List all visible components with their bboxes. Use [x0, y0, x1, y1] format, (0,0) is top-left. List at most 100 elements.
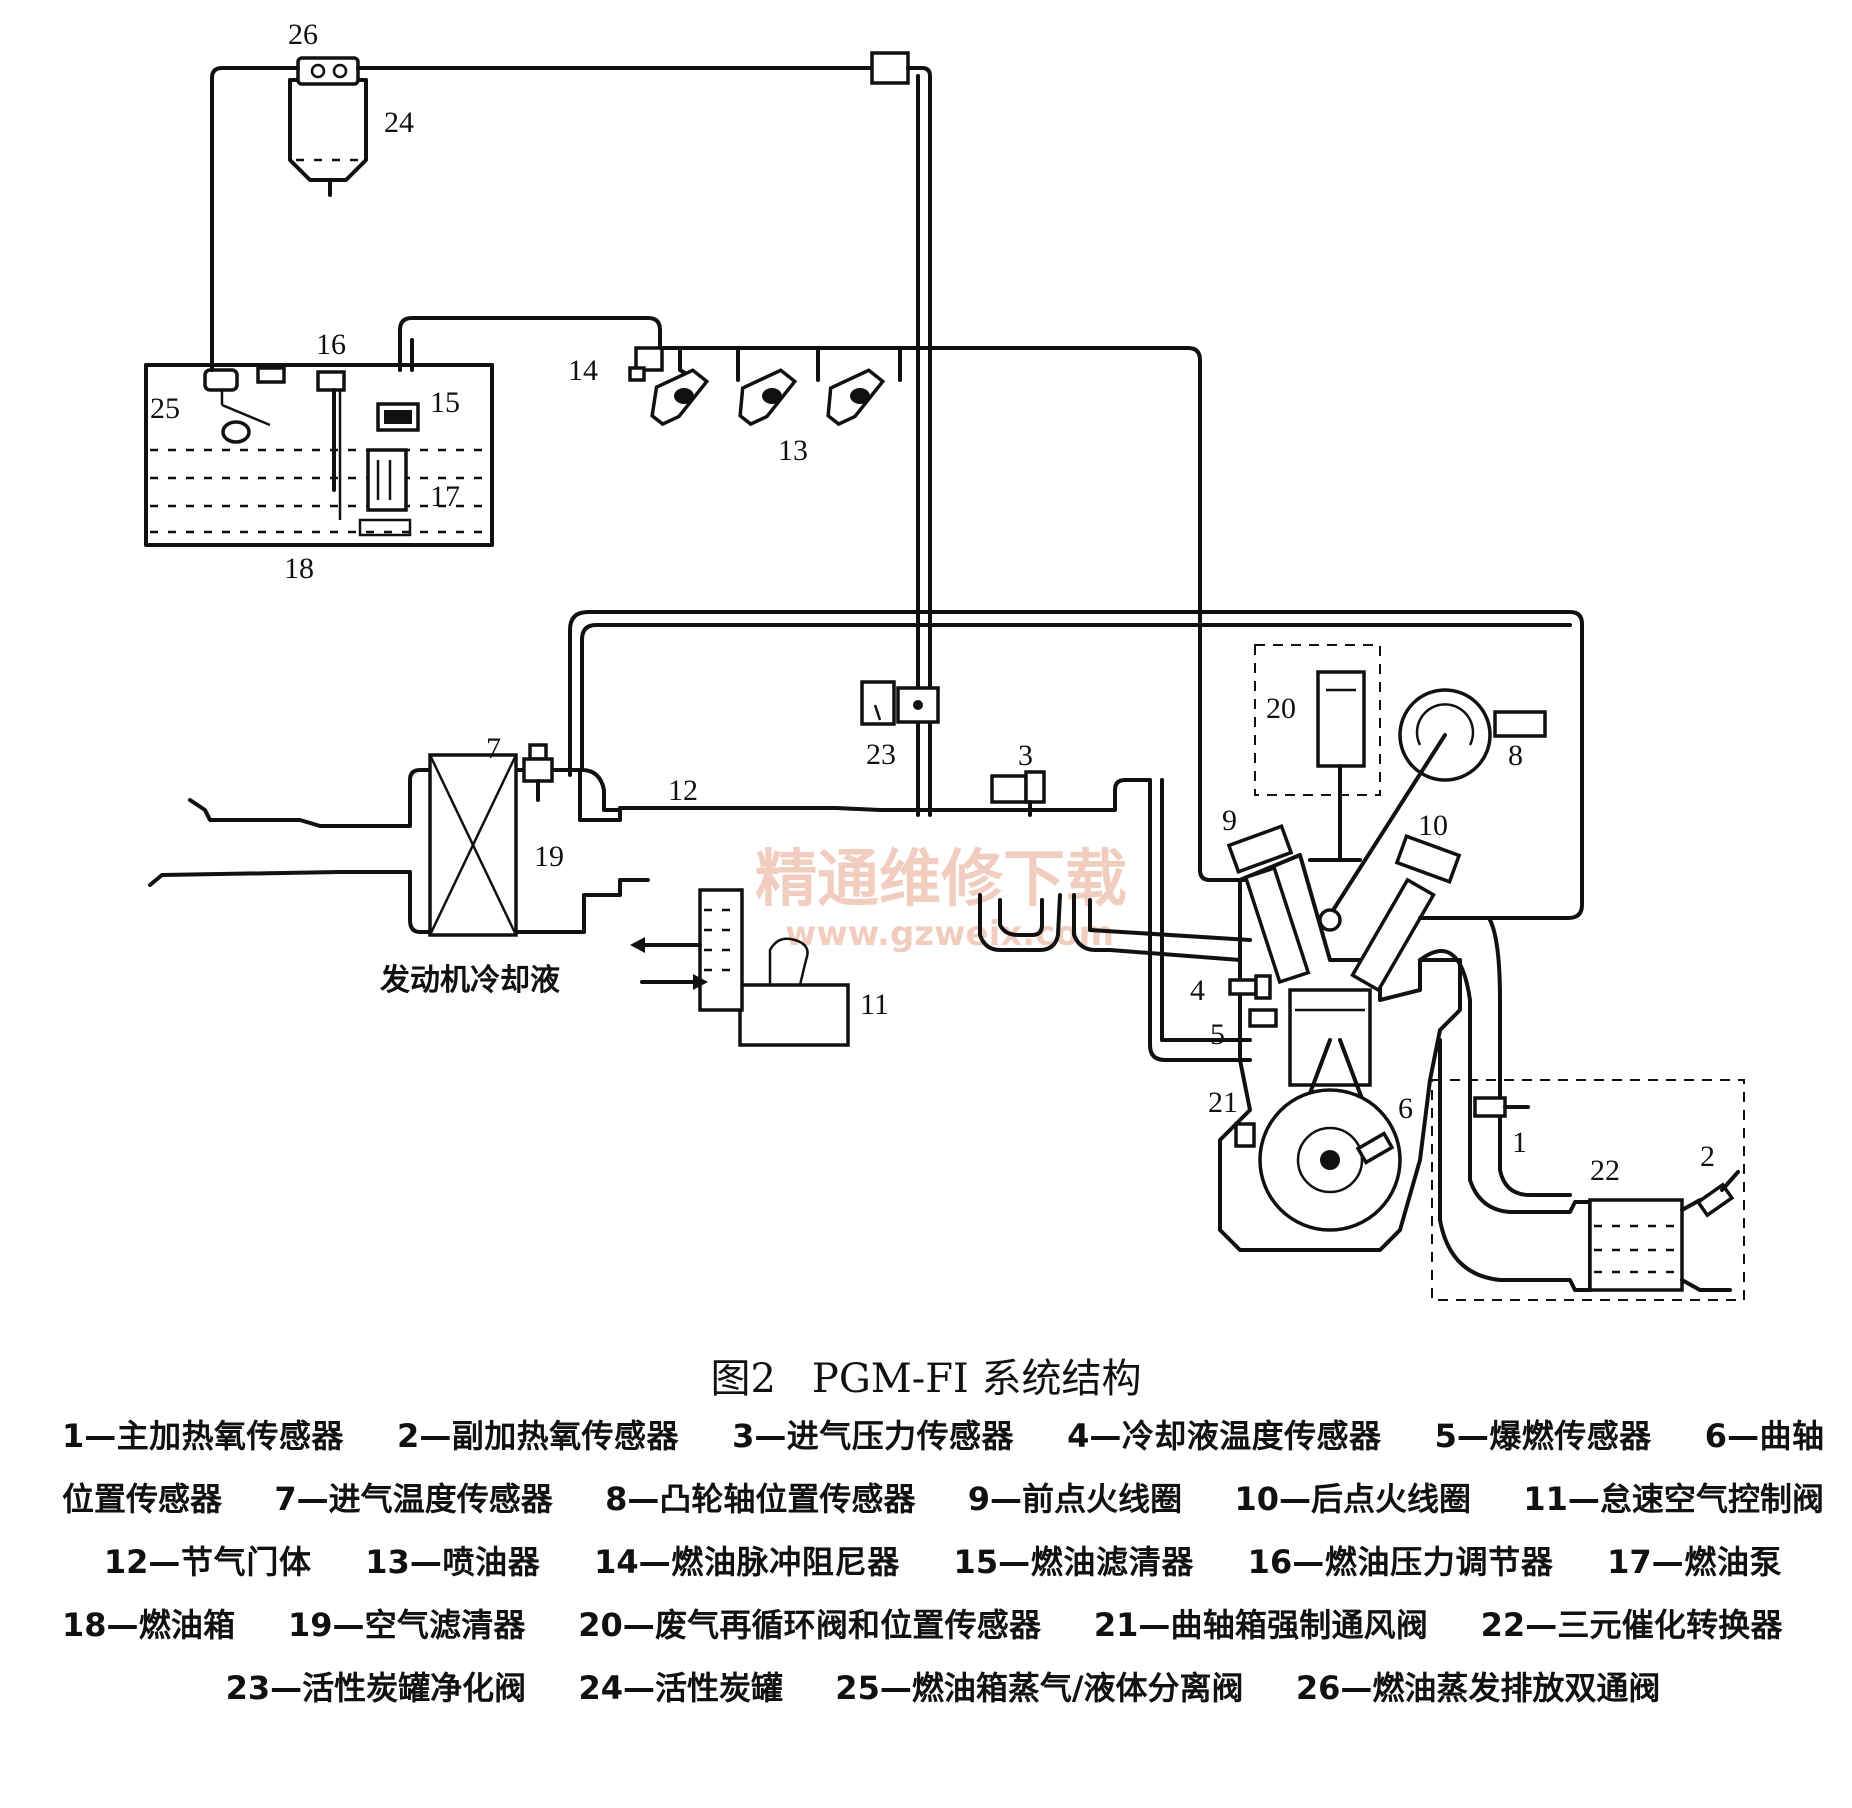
legend-item-number: 18 [62, 1606, 107, 1644]
label-26: 26 [288, 18, 318, 51]
legend-item: 15—燃油滤清器 [954, 1543, 1195, 1581]
legend-item-separator: — [1567, 1480, 1600, 1518]
legend-item-separator: — [754, 1417, 787, 1455]
legend-item-number: 24 [578, 1669, 623, 1707]
legend-item-number: 7 [274, 1480, 297, 1518]
legend-item-number: 3 [732, 1417, 755, 1455]
legend-item-number: 10 [1234, 1480, 1279, 1518]
legend-item-name: 进气压力传感器 [786, 1417, 1014, 1455]
legend-item-name: 三元催化转换器 [1557, 1606, 1783, 1644]
caption-number: 图2 [710, 1356, 776, 1402]
vapor-line-filter [870, 51, 910, 85]
caption-title: PGM-FI 系统结构 [811, 1356, 1142, 1402]
legend-item-separator: — [1727, 1417, 1760, 1455]
label-20: 20 [1266, 692, 1296, 725]
legend-item-separator: — [638, 1543, 671, 1581]
vapor-line-tank-to-canister [210, 66, 300, 372]
legend-item-separator: — [1278, 1480, 1311, 1518]
coolant-arrows [630, 937, 708, 990]
rear-ignition-coil [1350, 834, 1462, 993]
legend-item-separator: — [409, 1543, 442, 1581]
legend-item: 8—凸轮轴位置传感器 [605, 1480, 915, 1518]
label-5: 5 [1210, 1018, 1225, 1051]
label-9: 9 [1222, 804, 1237, 837]
legend-item-number: 21 [1093, 1606, 1139, 1644]
coolant-label: 发动机冷却液 [379, 963, 560, 998]
legend-item-number: 17 [1607, 1543, 1652, 1581]
knock-sensor [1248, 1008, 1278, 1028]
legend-item-separator: — [1525, 1606, 1558, 1644]
fuel-pump [358, 448, 412, 537]
legend-item: 12—节气门体 [104, 1543, 312, 1581]
legend-item-separator: — [990, 1480, 1023, 1518]
legend-item: 2—副加热氧传感器 [397, 1417, 679, 1455]
watermark-url: www.gzweix.com [785, 914, 1114, 954]
fuel-pressure-regulator [316, 370, 346, 520]
label-19: 19 [534, 840, 564, 873]
label-14: 14 [568, 354, 598, 387]
legend-item-separator: — [1089, 1417, 1122, 1455]
injector-1 [650, 346, 710, 427]
legend-item: 25—燃油箱蒸气/液体分离阀 [835, 1669, 1243, 1707]
label-12: 12 [668, 774, 698, 807]
legend-item-separator: — [1340, 1669, 1373, 1707]
cam-position-sensor [1318, 688, 1547, 932]
label-11: 11 [860, 988, 889, 1021]
legend-item-number: 11 [1523, 1480, 1568, 1518]
injector-2 [736, 346, 798, 427]
label-17: 17 [430, 480, 460, 513]
pgm-fi-system-diagram: 精通维修下载 www.gzweix.com [144, 18, 1745, 1301]
label-18: 18 [284, 552, 314, 585]
legend-item-name: 副加热氧传感器 [451, 1417, 679, 1455]
legend-item-number: 15 [953, 1543, 999, 1581]
air-filter [428, 753, 518, 937]
legend-item-name: 前点火线圈 [1022, 1480, 1183, 1518]
egr-valve [1254, 644, 1381, 862]
label-13: 13 [778, 434, 808, 467]
legend-item-separator: — [1292, 1543, 1325, 1581]
vacuum-loop [568, 610, 1584, 920]
legend-item-number: 4 [1067, 1417, 1090, 1455]
legend-item: 3—进气压力传感器 [732, 1417, 1014, 1455]
legend-item: 19—空气滤清器 [288, 1606, 526, 1644]
legend-item-separator: — [296, 1480, 329, 1518]
engine-block [1218, 853, 1462, 1252]
legend-item-separator: — [419, 1417, 452, 1455]
legend-item-number: 2 [397, 1417, 420, 1455]
legend-item-name: 燃油泵 [1683, 1543, 1783, 1581]
two-way-valve [296, 56, 360, 86]
legend-item-separator: — [1138, 1606, 1171, 1644]
legend-item: 9—前点火线圈 [968, 1480, 1182, 1518]
primary-heated-o2-sensor [1473, 1096, 1530, 1118]
purge-valve [860, 680, 940, 817]
pcv-valve [1234, 1122, 1256, 1148]
legend-item-name: 怠速空气控制阀 [1599, 1480, 1824, 1518]
vapor-liquid-separator-valve [203, 366, 286, 444]
label-2: 2 [1700, 1140, 1715, 1173]
intake-duct [188, 768, 1252, 1062]
legend-item: 21—曲轴箱强制通风阀 [1094, 1606, 1428, 1644]
legend-item-name: 冷却液温度传感器 [1121, 1417, 1382, 1455]
legend-item-separator: — [627, 1480, 660, 1518]
legend-item: 6—曲轴位置传感器 [62, 1417, 1824, 1518]
legend-item-name: 后点火线圈 [1310, 1480, 1472, 1518]
legend-item-name: 燃油压力调节器 [1324, 1543, 1554, 1581]
label-15: 15 [430, 386, 460, 419]
legend-item-number: 1 [62, 1417, 85, 1455]
legend-item: 22—三元催化转换器 [1481, 1606, 1783, 1644]
label-21: 21 [1208, 1086, 1238, 1119]
legend-item-number: 22 [1480, 1606, 1526, 1644]
legend-item-number: 25 [835, 1669, 880, 1707]
legend-item: 7—进气温度传感器 [274, 1480, 552, 1518]
legend-item-name: 空气滤清器 [364, 1606, 526, 1644]
legend-item-name: 曲轴位置传感器 [62, 1417, 1824, 1518]
legend-item-name: 主加热氧传感器 [116, 1417, 344, 1455]
label-6: 6 [1398, 1092, 1413, 1125]
charcoal-canister [288, 78, 368, 197]
legend-item: 14—燃油脉冲阻尼器 [594, 1543, 900, 1581]
legend-item: 24—活性炭罐 [578, 1669, 783, 1707]
legend-item-number: 6 [1704, 1417, 1728, 1455]
legend-item: 4—冷却液温度传感器 [1067, 1417, 1381, 1455]
legend-item-number: 8 [605, 1480, 628, 1518]
label-25: 25 [150, 392, 180, 425]
